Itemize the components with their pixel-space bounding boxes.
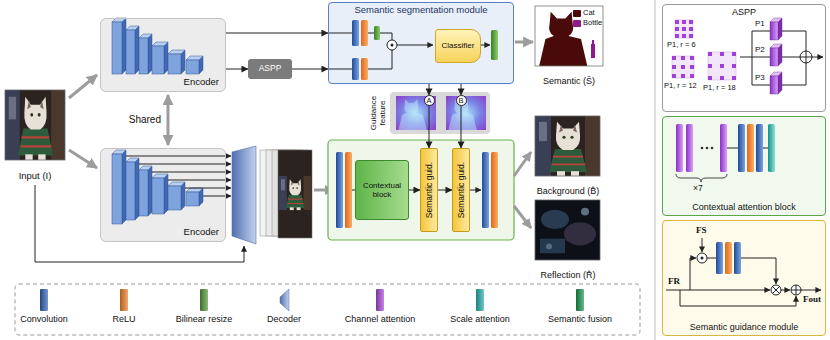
node-label: A (426, 97, 431, 105)
legend-swatch (573, 20, 581, 27)
guidance-panel: Semantic guidance module (662, 220, 826, 336)
feature-symbol: FS (696, 225, 707, 235)
connector-arrow (429, 106, 430, 148)
legend-label: Convolution (0, 314, 94, 324)
branch-label: P2 (755, 45, 765, 54)
guidance-feature: Guidance featureAB (390, 92, 490, 134)
legend-label: Bilinear resize (154, 314, 254, 324)
connector-arrow (409, 190, 420, 191)
node-label: Semantic (Ŝ) (543, 76, 595, 86)
legend-swatch (200, 289, 208, 311)
semantic-guidance-box: Semantic guid. (452, 148, 470, 232)
legend-label: Channel attention (330, 314, 430, 324)
legend-label: ReLU (74, 314, 174, 324)
semantic-guidance-box: Semantic guid. (420, 148, 438, 232)
connector-arrow (69, 75, 97, 98)
connector-arrow (429, 84, 430, 95)
legend-swatch (120, 289, 128, 311)
branch-label: P3 (755, 73, 765, 82)
contextual-block: Contextual block (355, 160, 409, 220)
repeat-count: ×7 (693, 184, 703, 194)
legend-swatch (576, 289, 584, 311)
connector-arrow (515, 41, 533, 44)
kernel-label: P1, r = 12 (664, 82, 697, 91)
node-label: B (458, 97, 463, 105)
semantic-output: Semantic (Ŝ) (533, 6, 605, 86)
branch-label: P1 (755, 19, 765, 28)
connector-arrow (438, 190, 452, 191)
connector-arrow (226, 33, 328, 34)
node-label: Contextual block (356, 181, 408, 199)
legend-label: Semantic fusion (530, 314, 630, 324)
kernel-label: P1, r = 6 (667, 41, 696, 50)
node-label: Semantic guidance module (663, 322, 825, 332)
aspp-panel: ASPP (662, 4, 826, 112)
node-label: Encoder (184, 77, 219, 88)
node-label: ASPP (663, 7, 825, 17)
legend-label: Bottle (583, 19, 602, 28)
legend-label: Decoder (234, 314, 334, 324)
edge-label: Shared (128, 114, 162, 126)
legend-label: Cat (583, 9, 595, 18)
connector-arrow (69, 150, 97, 168)
circled-letter: B (456, 95, 467, 106)
node-label: Reflection (R̂) (540, 270, 595, 280)
node-label: Background (B̂) (537, 186, 600, 196)
node-label: ASPP (259, 64, 282, 74)
legend-swatch (40, 289, 48, 311)
connector-arrow (461, 106, 462, 148)
feature-symbol: FR (668, 276, 680, 286)
module-panel: Semantic segmentation moduleClassifier (328, 2, 514, 84)
legend-swatch (476, 289, 484, 311)
connector-arrow (461, 84, 462, 95)
classifier-box: Classifier (435, 29, 481, 63)
node-label: Semantic guid. (423, 150, 435, 230)
reflection-output: Reflection (R̂) (529, 200, 607, 280)
input-image: Input (I) (3, 90, 67, 182)
connector-arrow (167, 95, 170, 145)
node-label: Semantic segmentation module (354, 5, 487, 16)
background-output: Background (B̂) (529, 116, 607, 196)
feature-symbol: Fout (803, 294, 821, 304)
node-label: Semantic guid. (455, 150, 467, 230)
legend-swatch (376, 289, 384, 311)
encoder-box: Encoder (100, 148, 226, 242)
legend-label: Scale attention (430, 314, 530, 324)
node-label: Encoder (184, 227, 219, 238)
connector-arrow (226, 69, 248, 70)
node-label: Guidance feature (369, 91, 387, 135)
circled-letter: A (424, 95, 435, 106)
node-label: Input (I) (19, 171, 52, 182)
connector-arrow (292, 69, 328, 70)
aspp-box: ASPP (248, 59, 292, 79)
kernel-label: P1, r = 18 (703, 84, 736, 93)
encoder-box: Encoder (100, 18, 226, 92)
node-label: Classifier (442, 41, 475, 50)
attention-panel: Contextual attention block (662, 116, 826, 216)
node-label: Contextual attention block (663, 202, 825, 212)
legend-swatch (573, 10, 581, 17)
